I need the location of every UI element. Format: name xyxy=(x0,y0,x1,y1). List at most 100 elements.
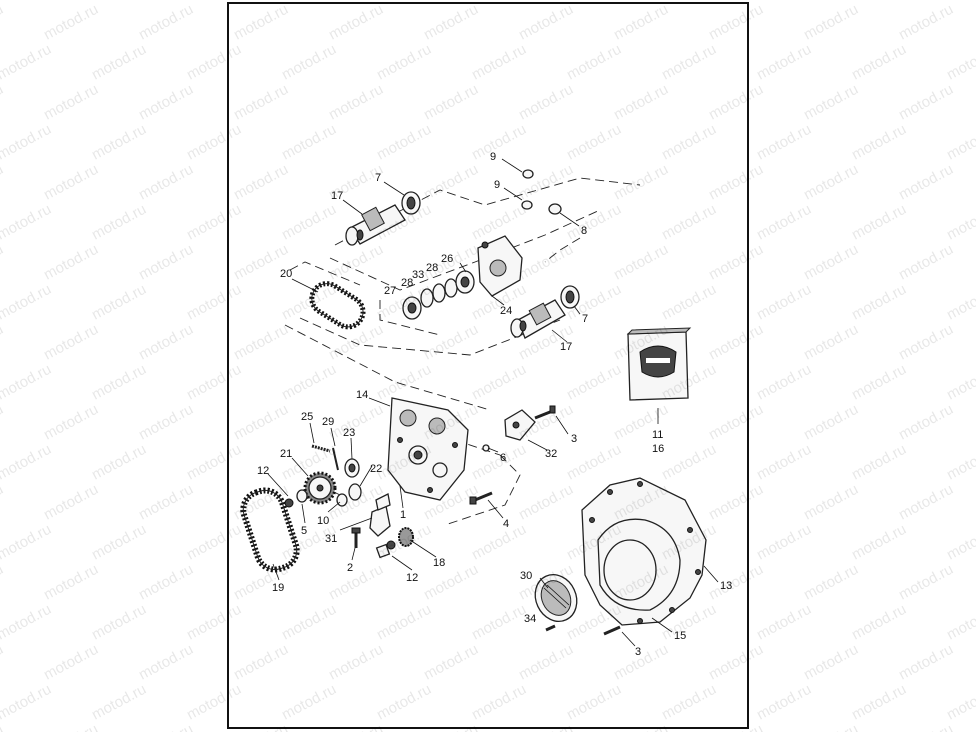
watermark-text: motod.ru xyxy=(279,41,339,84)
bearing-26 xyxy=(455,270,475,294)
watermark-text: motod.ru xyxy=(611,721,671,732)
watermark-text: motod.ru xyxy=(89,681,149,724)
watermark-text: motod.ru xyxy=(944,521,976,564)
callout-2: 2 xyxy=(347,562,353,574)
watermark-text: motod.ru xyxy=(231,721,291,732)
watermark-text: motod.ru xyxy=(41,401,101,444)
screw-4 xyxy=(469,491,493,505)
watermark-text: motod.ru xyxy=(564,681,624,724)
watermark-text: motod.ru xyxy=(896,81,956,124)
watermark-text: motod.ru xyxy=(611,241,671,284)
watermark-text: motod.ru xyxy=(0,481,6,524)
watermark-text: motod.ru xyxy=(706,81,766,124)
watermark-text: motod.ru xyxy=(421,1,481,44)
watermark-text: motod.ru xyxy=(944,441,976,484)
watermark-text: motod.ru xyxy=(0,401,6,444)
callout-32: 32 xyxy=(545,448,557,460)
watermark-text: motod.ru xyxy=(326,401,386,444)
watermark-text: motod.ru xyxy=(469,121,529,164)
watermark-text: motod.ru xyxy=(41,721,101,732)
watermark-text: motod.ru xyxy=(184,201,244,244)
callout-3-upper: 3 xyxy=(571,433,577,445)
watermark-text: motod.ru xyxy=(469,201,529,244)
callout-34: 34 xyxy=(524,613,536,625)
watermark-text: motod.ru xyxy=(326,721,386,732)
watermark-text: motod.ru xyxy=(849,601,909,644)
callout-12-upper: 12 xyxy=(257,465,269,477)
watermark-text: motod.ru xyxy=(896,1,956,44)
callout-16: 16 xyxy=(652,443,664,455)
primary-tensioner-shoe xyxy=(369,493,391,537)
watermark-text: motod.ru xyxy=(0,241,6,284)
watermark-text: motod.ru xyxy=(279,0,339,4)
watermark-text: motod.ru xyxy=(279,121,339,164)
watermark-text: motod.ru xyxy=(41,641,101,684)
watermark-text: motod.ru xyxy=(89,361,149,404)
callout-12-lower: 12 xyxy=(406,572,418,584)
watermark-text: motod.ru xyxy=(89,601,149,644)
watermark-text: motod.ru xyxy=(184,281,244,324)
watermark-text: motod.ru xyxy=(0,121,54,164)
watermark-text: motod.ru xyxy=(231,1,291,44)
watermark-text: motod.ru xyxy=(801,241,861,284)
watermark-text: motod.ru xyxy=(659,0,719,4)
watermark-text: motod.ru xyxy=(706,321,766,364)
watermark-text: motod.ru xyxy=(564,361,624,404)
watermark-text: motod.ru xyxy=(754,0,814,4)
washer-18 xyxy=(398,527,414,547)
watermark-text: motod.ru xyxy=(0,521,54,564)
watermark-text: motod.ru xyxy=(754,361,814,404)
watermark-text: motod.ru xyxy=(326,561,386,604)
washer-23 xyxy=(344,458,360,478)
watermark-text: motod.ru xyxy=(896,321,956,364)
watermark-text: motod.ru xyxy=(754,201,814,244)
watermark-text: motod.ru xyxy=(849,281,909,324)
spacer-33 xyxy=(432,283,446,303)
watermark-text: motod.ru xyxy=(41,81,101,124)
watermark-text: motod.ru xyxy=(89,521,149,564)
watermark-text: motod.ru xyxy=(41,481,101,524)
watermark-text: motod.ru xyxy=(801,721,861,732)
watermark-text: motod.ru xyxy=(849,41,909,84)
callout-21: 21 xyxy=(280,448,292,460)
service-manual-book xyxy=(626,327,692,401)
watermark-text: motod.ru xyxy=(944,121,976,164)
camshaft-lower xyxy=(510,299,566,339)
callout-labels: 7 17 9 9 8 20 26 28 33 28 27 24 7 17 14 … xyxy=(257,151,732,658)
watermark-text: motod.ru xyxy=(136,81,196,124)
watermark-text: motod.ru xyxy=(944,361,976,404)
bearing-27 xyxy=(402,296,422,320)
watermark-text: motod.ru xyxy=(0,201,54,244)
watermark-text: motod.ru xyxy=(516,161,576,204)
watermark-text: motod.ru xyxy=(706,1,766,44)
watermark-text: motod.ru xyxy=(754,121,814,164)
retaining-ring-28-left xyxy=(420,288,434,308)
watermark-text: motod.ru xyxy=(41,241,101,284)
callout-28-right: 28 xyxy=(426,262,438,274)
watermark-text: motod.ru xyxy=(41,561,101,604)
callout-19: 19 xyxy=(272,582,284,594)
callout-4: 4 xyxy=(503,518,509,530)
watermark-text: motod.ru xyxy=(89,281,149,324)
watermark-text: motod.ru xyxy=(564,41,624,84)
watermark-text: motod.ru xyxy=(849,201,909,244)
watermark-text: motod.ru xyxy=(849,121,909,164)
watermark-text: motod.ru xyxy=(469,361,529,404)
watermark-text: motod.ru xyxy=(659,201,719,244)
watermark-text: motod.ru xyxy=(0,601,54,644)
watermark-text: motod.ru xyxy=(0,441,54,484)
watermark-text: motod.ru xyxy=(184,361,244,404)
watermark-text: motod.ru xyxy=(516,1,576,44)
watermark-text: motod.ru xyxy=(136,401,196,444)
watermark-text: motod.ru xyxy=(0,321,6,364)
watermark-text: motod.ru xyxy=(421,321,481,364)
watermark-text: motod.ru xyxy=(421,561,481,604)
watermark-text: motod.ru xyxy=(184,121,244,164)
watermark-text: motod.ru xyxy=(706,241,766,284)
callout-26: 26 xyxy=(441,253,453,265)
watermark-text: motod.ru xyxy=(801,161,861,204)
watermark-text: motod.ru xyxy=(421,641,481,684)
callout-22: 22 xyxy=(370,463,382,475)
